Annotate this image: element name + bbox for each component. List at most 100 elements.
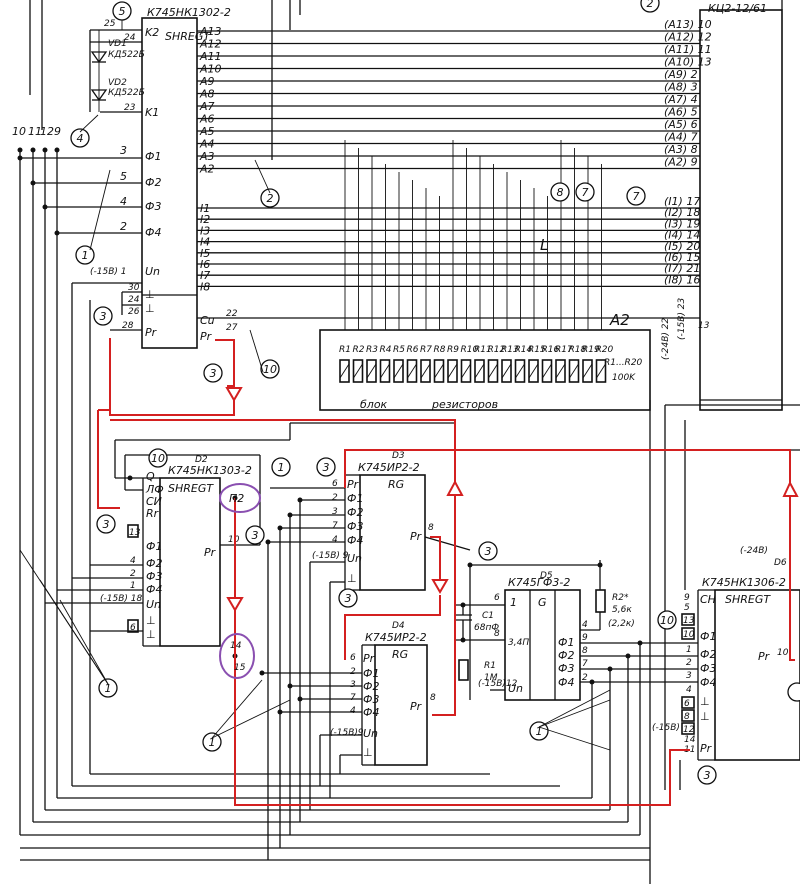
svg-text:КД522Б: КД522Б: [108, 50, 145, 60]
callout: 1: [98, 678, 118, 698]
svg-text:Ф2: Ф2: [146, 557, 162, 570]
svg-text:Pr: Pr: [363, 652, 376, 665]
svg-text:Ф2: Ф2: [558, 649, 574, 662]
svg-text:2: 2: [686, 658, 692, 668]
callout-circle: [626, 186, 646, 206]
svg-text:8: 8: [428, 523, 434, 533]
junction-dot: [42, 204, 48, 210]
vd2-label: VD2: [108, 78, 127, 88]
chip-d1: К745НК1302-2 SHREGT K2 K1 Ф1 Ф2 Ф3 Ф4 Un…: [141, 6, 231, 349]
svg-text:9: 9: [684, 593, 690, 603]
svg-text:10: 10: [683, 630, 695, 640]
resistor-label: R13: [501, 345, 519, 355]
svg-text:1: 1: [130, 581, 136, 591]
d5-func: G: [538, 596, 547, 609]
resistor-hatch: [366, 363, 377, 379]
resistor-hatch: [528, 363, 539, 379]
purple-highlights: П2 14 15: [219, 483, 261, 679]
callout-text: 10: [660, 614, 674, 627]
callout-circle: [550, 182, 570, 202]
resistor-label: R14: [515, 345, 533, 355]
junction-dot: [467, 562, 473, 568]
resistor-label: R1: [339, 345, 351, 355]
conn-misc-label: 13: [698, 321, 710, 331]
resistor-label: R11: [474, 345, 492, 355]
svg-text:24: 24: [124, 33, 136, 43]
callout-text: 3: [100, 310, 107, 323]
svg-text:3: 3: [120, 144, 127, 157]
svg-text:⊥: ⊥: [145, 302, 155, 315]
svg-text:CH: CH: [700, 593, 716, 606]
conn-i-label: (I2) 18: [664, 206, 700, 219]
svg-text:(-15В): (-15В): [652, 723, 680, 733]
resistor-hatch: [339, 363, 350, 379]
svg-text:10: 10: [228, 535, 240, 545]
svg-text:(-15В)12: (-15В)12: [478, 679, 518, 689]
c1-ref: C1: [482, 611, 494, 621]
svg-text:3,4П: 3,4П: [508, 638, 529, 648]
callout-circle: [640, 0, 660, 13]
d6-ref: D6: [774, 558, 787, 568]
resistor-label: R5: [393, 345, 405, 355]
callout-text: 10: [151, 452, 165, 465]
callout-text: 7: [582, 186, 589, 199]
callout: 3: [93, 306, 113, 326]
callout-text: 3: [210, 367, 217, 380]
c1-value: 68пФ: [474, 623, 499, 633]
leader-line: [211, 699, 291, 739]
conn-pin-label: (A10) 13: [664, 56, 712, 69]
conn-pin-label: (A4) 7: [664, 131, 698, 144]
svg-text:Ф1: Ф1: [558, 636, 574, 649]
svg-text:4: 4: [332, 535, 338, 545]
svg-text:Ф4: Ф4: [363, 706, 379, 719]
leader-line: [538, 689, 611, 728]
svg-text:2: 2: [120, 220, 127, 233]
chip-d6: (-24В) D6 К745НК1306-2 SHREGT CH Ф1 Ф2 Ф…: [591, 400, 800, 884]
callout-circle: [260, 359, 280, 379]
callout-text: 7: [633, 190, 640, 203]
p15-label: 15: [234, 663, 246, 673]
resistor-hatch: [555, 363, 566, 379]
resistor-label: R8: [434, 345, 446, 355]
callout-circle: [245, 525, 265, 545]
callout-circle: [93, 306, 113, 326]
svg-text:25: 25: [104, 19, 116, 29]
svg-text:⊥: ⊥: [145, 288, 155, 301]
svg-text:2: 2: [350, 667, 356, 677]
resistor-hatch: [434, 363, 444, 379]
junction-dot: [17, 155, 23, 161]
svg-text:⊥: ⊥: [146, 628, 156, 641]
conn-i-label: (I1) 17: [664, 195, 700, 208]
chip-d4: D4 К745ИР2-2 RG Pr Ф1 Ф2 Ф3 Ф4 Un ⊥ Pr 6…: [262, 500, 436, 860]
svg-text:11: 11: [28, 125, 42, 138]
svg-text:14: 14: [684, 735, 696, 745]
callout: 10: [260, 359, 280, 379]
conn-ref: КЦ2-12/61: [708, 2, 767, 15]
r1-ref: R1: [484, 661, 496, 671]
conn-pin-label: (A13) 10: [664, 18, 712, 31]
svg-text:8: 8: [430, 693, 436, 703]
svg-text:7: 7: [332, 521, 338, 531]
resistor-label: R18: [569, 345, 587, 355]
svg-text:КД522Б: КД522Б: [108, 88, 145, 98]
chip-d2: К745НК1303-2 D2 SHREGT Q ЛФ СИ Rr Ф1 Ф2 …: [45, 422, 455, 647]
svg-text:Ф4: Ф4: [700, 676, 716, 689]
resistor-hatch: [501, 363, 512, 379]
a2-caption-2: резисторов: [431, 398, 498, 411]
svg-text:Ф1: Ф1: [700, 630, 716, 643]
callout: 3: [697, 765, 717, 785]
callout-text: 1: [209, 736, 216, 749]
callout: 3: [96, 514, 116, 534]
callout-circle: [316, 457, 336, 477]
junction-dot: [287, 512, 293, 518]
callout-text: 1: [105, 682, 112, 695]
callout-text: 3: [103, 518, 110, 531]
resistor-label: R7: [420, 345, 432, 355]
svg-text:Pr: Pr: [347, 478, 360, 491]
svg-text:6: 6: [332, 479, 338, 489]
resistor-hatch: [542, 363, 552, 379]
leader-line: [211, 679, 263, 739]
d2-part: К745НК1303-2: [168, 464, 252, 477]
callout: 1: [202, 732, 222, 752]
svg-text:(-15В)9: (-15В)9: [330, 728, 364, 738]
